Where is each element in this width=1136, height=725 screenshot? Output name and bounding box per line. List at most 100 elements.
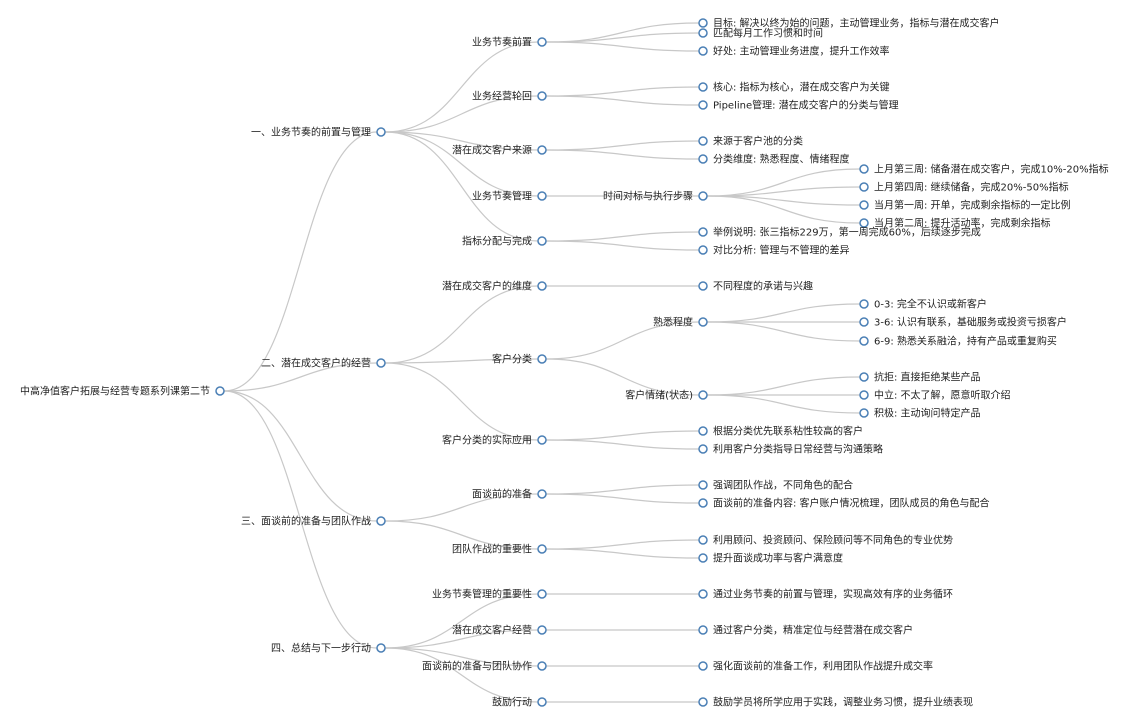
node-r-1-0-0[interactable]: 不同程度的承诺与兴趣	[698, 280, 813, 293]
node-r-3-0[interactable]: 业务节奏管理的重要性	[432, 588, 547, 601]
node-r[interactable]: 中高净值客户拓展与经营专题系列课第二节	[20, 385, 225, 398]
node-toggle-icon[interactable]	[698, 625, 708, 635]
node-toggle-icon[interactable]	[537, 661, 547, 671]
node-toggle-icon[interactable]	[859, 317, 869, 327]
node-r-0-0-1[interactable]: 匹配每月工作习惯和时间	[698, 27, 823, 40]
node-r-1-1-0-2[interactable]: 6-9: 熟悉关系融洽，持有产品或重复购买	[859, 335, 1057, 348]
node-r-3-2-0[interactable]: 强化面谈前的准备工作，利用团队作战提升成交率	[698, 660, 933, 673]
node-r-2-1-0[interactable]: 利用顾问、投资顾问、保险顾问等不同角色的专业优势	[698, 534, 953, 547]
node-r-0[interactable]: 一、业务节奏的前置与管理	[251, 126, 386, 139]
node-toggle-icon[interactable]	[537, 625, 547, 635]
node-toggle-icon[interactable]	[215, 386, 225, 396]
node-r-0-4-0[interactable]: 举例说明: 张三指标229万，第一周完成60%，后续逐步完成	[698, 226, 981, 239]
node-r-0-2-0[interactable]: 来源于客户池的分类	[698, 135, 803, 148]
node-toggle-icon[interactable]	[376, 643, 386, 653]
node-r-0-0-0[interactable]: 目标: 解决以终为始的问题，主动管理业务，指标与潜在成交客户	[698, 17, 1000, 30]
node-toggle-icon[interactable]	[859, 182, 869, 192]
node-toggle-icon[interactable]	[859, 390, 869, 400]
node-r-1-1-0[interactable]: 熟悉程度	[653, 316, 708, 329]
node-r-0-2[interactable]: 潜在成交客户来源	[452, 144, 547, 157]
node-toggle-icon[interactable]	[859, 372, 869, 382]
node-toggle-icon[interactable]	[698, 553, 708, 563]
node-r-3-1[interactable]: 潜在成交客户经营	[452, 624, 547, 637]
node-r-0-1-0[interactable]: 核心: 指标为核心，潜在成交客户为关键	[698, 81, 890, 94]
node-toggle-icon[interactable]	[698, 480, 708, 490]
node-toggle-icon[interactable]	[537, 544, 547, 554]
node-toggle-icon[interactable]	[537, 145, 547, 155]
node-r-0-3-0-2[interactable]: 当月第一周: 开单，完成剩余指标的一定比例	[859, 199, 1071, 212]
node-r-2-1[interactable]: 团队作战的重要性	[452, 543, 547, 556]
node-r-2-0-1[interactable]: 面谈前的准备内容: 客户账户情况梳理，团队成员的角色与配合	[698, 497, 990, 510]
node-toggle-icon[interactable]	[698, 426, 708, 436]
node-toggle-icon[interactable]	[537, 697, 547, 707]
node-toggle-icon[interactable]	[698, 18, 708, 28]
node-toggle-icon[interactable]	[698, 661, 708, 671]
node-r-1-1-0-0[interactable]: 0-3: 完全不认识或新客户	[859, 298, 987, 311]
node-toggle-icon[interactable]	[859, 164, 869, 174]
node-r-1-1-1-2[interactable]: 积极: 主动询问特定产品	[859, 407, 981, 420]
node-toggle-icon[interactable]	[698, 227, 708, 237]
node-toggle-icon[interactable]	[698, 136, 708, 146]
node-toggle-icon[interactable]	[698, 697, 708, 707]
node-r-3-2[interactable]: 面谈前的准备与团队协作	[422, 660, 547, 673]
node-toggle-icon[interactable]	[698, 82, 708, 92]
node-r-0-1[interactable]: 业务经营轮回	[472, 90, 547, 103]
node-toggle-icon[interactable]	[859, 299, 869, 309]
node-r-2[interactable]: 三、面谈前的准备与团队作战	[241, 515, 386, 528]
node-r-3-0-0[interactable]: 通过业务节奏的前置与管理，实现高效有序的业务循环	[698, 588, 953, 601]
node-toggle-icon[interactable]	[537, 354, 547, 364]
node-toggle-icon[interactable]	[537, 435, 547, 445]
node-toggle-icon[interactable]	[698, 100, 708, 110]
node-r-0-2-1[interactable]: 分类维度: 熟悉程度、情绪程度	[698, 153, 850, 166]
node-r-1-2-0[interactable]: 根据分类优先联系粘性较高的客户	[698, 425, 863, 438]
node-r-0-0[interactable]: 业务节奏前置	[472, 36, 547, 49]
node-toggle-icon[interactable]	[859, 218, 869, 228]
node-r-3[interactable]: 四、总结与下一步行动	[271, 642, 386, 655]
node-toggle-icon[interactable]	[537, 91, 547, 101]
node-toggle-icon[interactable]	[859, 200, 869, 210]
node-toggle-icon[interactable]	[698, 390, 708, 400]
node-toggle-icon[interactable]	[537, 589, 547, 599]
node-r-1-1-1[interactable]: 客户情绪(状态)	[625, 389, 708, 402]
node-toggle-icon[interactable]	[698, 154, 708, 164]
node-r-1-2[interactable]: 客户分类的实际应用	[442, 434, 547, 447]
node-toggle-icon[interactable]	[698, 444, 708, 454]
node-r-1-1[interactable]: 客户分类	[492, 353, 547, 366]
node-r-2-1-1[interactable]: 提升面谈成功率与客户满意度	[698, 552, 843, 565]
node-r-0-3-0-1[interactable]: 上月第四周: 继续储备，完成20%-50%指标	[859, 181, 1069, 194]
node-r-0-4-1[interactable]: 对比分析: 管理与不管理的差异	[698, 244, 850, 257]
node-toggle-icon[interactable]	[698, 191, 708, 201]
node-toggle-icon[interactable]	[698, 589, 708, 599]
node-toggle-icon[interactable]	[859, 408, 869, 418]
node-r-1[interactable]: 二、潜在成交客户的经营	[261, 357, 386, 370]
node-toggle-icon[interactable]	[698, 245, 708, 255]
node-toggle-icon[interactable]	[376, 358, 386, 368]
node-r-0-3-0[interactable]: 时间对标与执行步骤	[603, 190, 708, 203]
node-toggle-icon[interactable]	[537, 236, 547, 246]
node-toggle-icon[interactable]	[698, 498, 708, 508]
node-r-2-0[interactable]: 面谈前的准备	[472, 488, 547, 501]
node-toggle-icon[interactable]	[698, 317, 708, 327]
node-toggle-icon[interactable]	[859, 336, 869, 346]
node-r-2-0-0[interactable]: 强调团队作战，不同角色的配合	[698, 479, 853, 492]
node-r-0-0-2[interactable]: 好处: 主动管理业务进度，提升工作效率	[698, 45, 890, 58]
node-r-1-2-1[interactable]: 利用客户分类指导日常经营与沟通策略	[698, 443, 883, 456]
node-toggle-icon[interactable]	[698, 46, 708, 56]
node-toggle-icon[interactable]	[537, 489, 547, 499]
node-toggle-icon[interactable]	[537, 281, 547, 291]
node-r-1-1-1-0[interactable]: 抗拒: 直接拒绝某些产品	[859, 371, 981, 384]
node-r-1-1-0-1[interactable]: 3-6: 认识有联系，基础服务或投资亏损客户	[859, 316, 1067, 329]
node-toggle-icon[interactable]	[537, 191, 547, 201]
node-r-1-1-1-1[interactable]: 中立: 不太了解，愿意听取介绍	[859, 389, 1011, 402]
node-r-1-0[interactable]: 潜在成交客户的维度	[442, 280, 547, 293]
node-r-0-4[interactable]: 指标分配与完成	[462, 235, 547, 248]
node-toggle-icon[interactable]	[698, 28, 708, 38]
node-toggle-icon[interactable]	[376, 127, 386, 137]
node-r-3-1-0[interactable]: 通过客户分类，精准定位与经营潜在成交客户	[698, 624, 913, 637]
node-toggle-icon[interactable]	[698, 535, 708, 545]
node-r-0-3-0-3[interactable]: 当月第二周: 提升活动率，完成剩余指标	[859, 217, 1051, 230]
node-r-0-1-1[interactable]: Pipeline管理: 潜在成交客户的分类与管理	[698, 99, 899, 112]
node-toggle-icon[interactable]	[376, 516, 386, 526]
node-r-3-3[interactable]: 鼓励行动	[492, 696, 547, 709]
node-toggle-icon[interactable]	[537, 37, 547, 47]
